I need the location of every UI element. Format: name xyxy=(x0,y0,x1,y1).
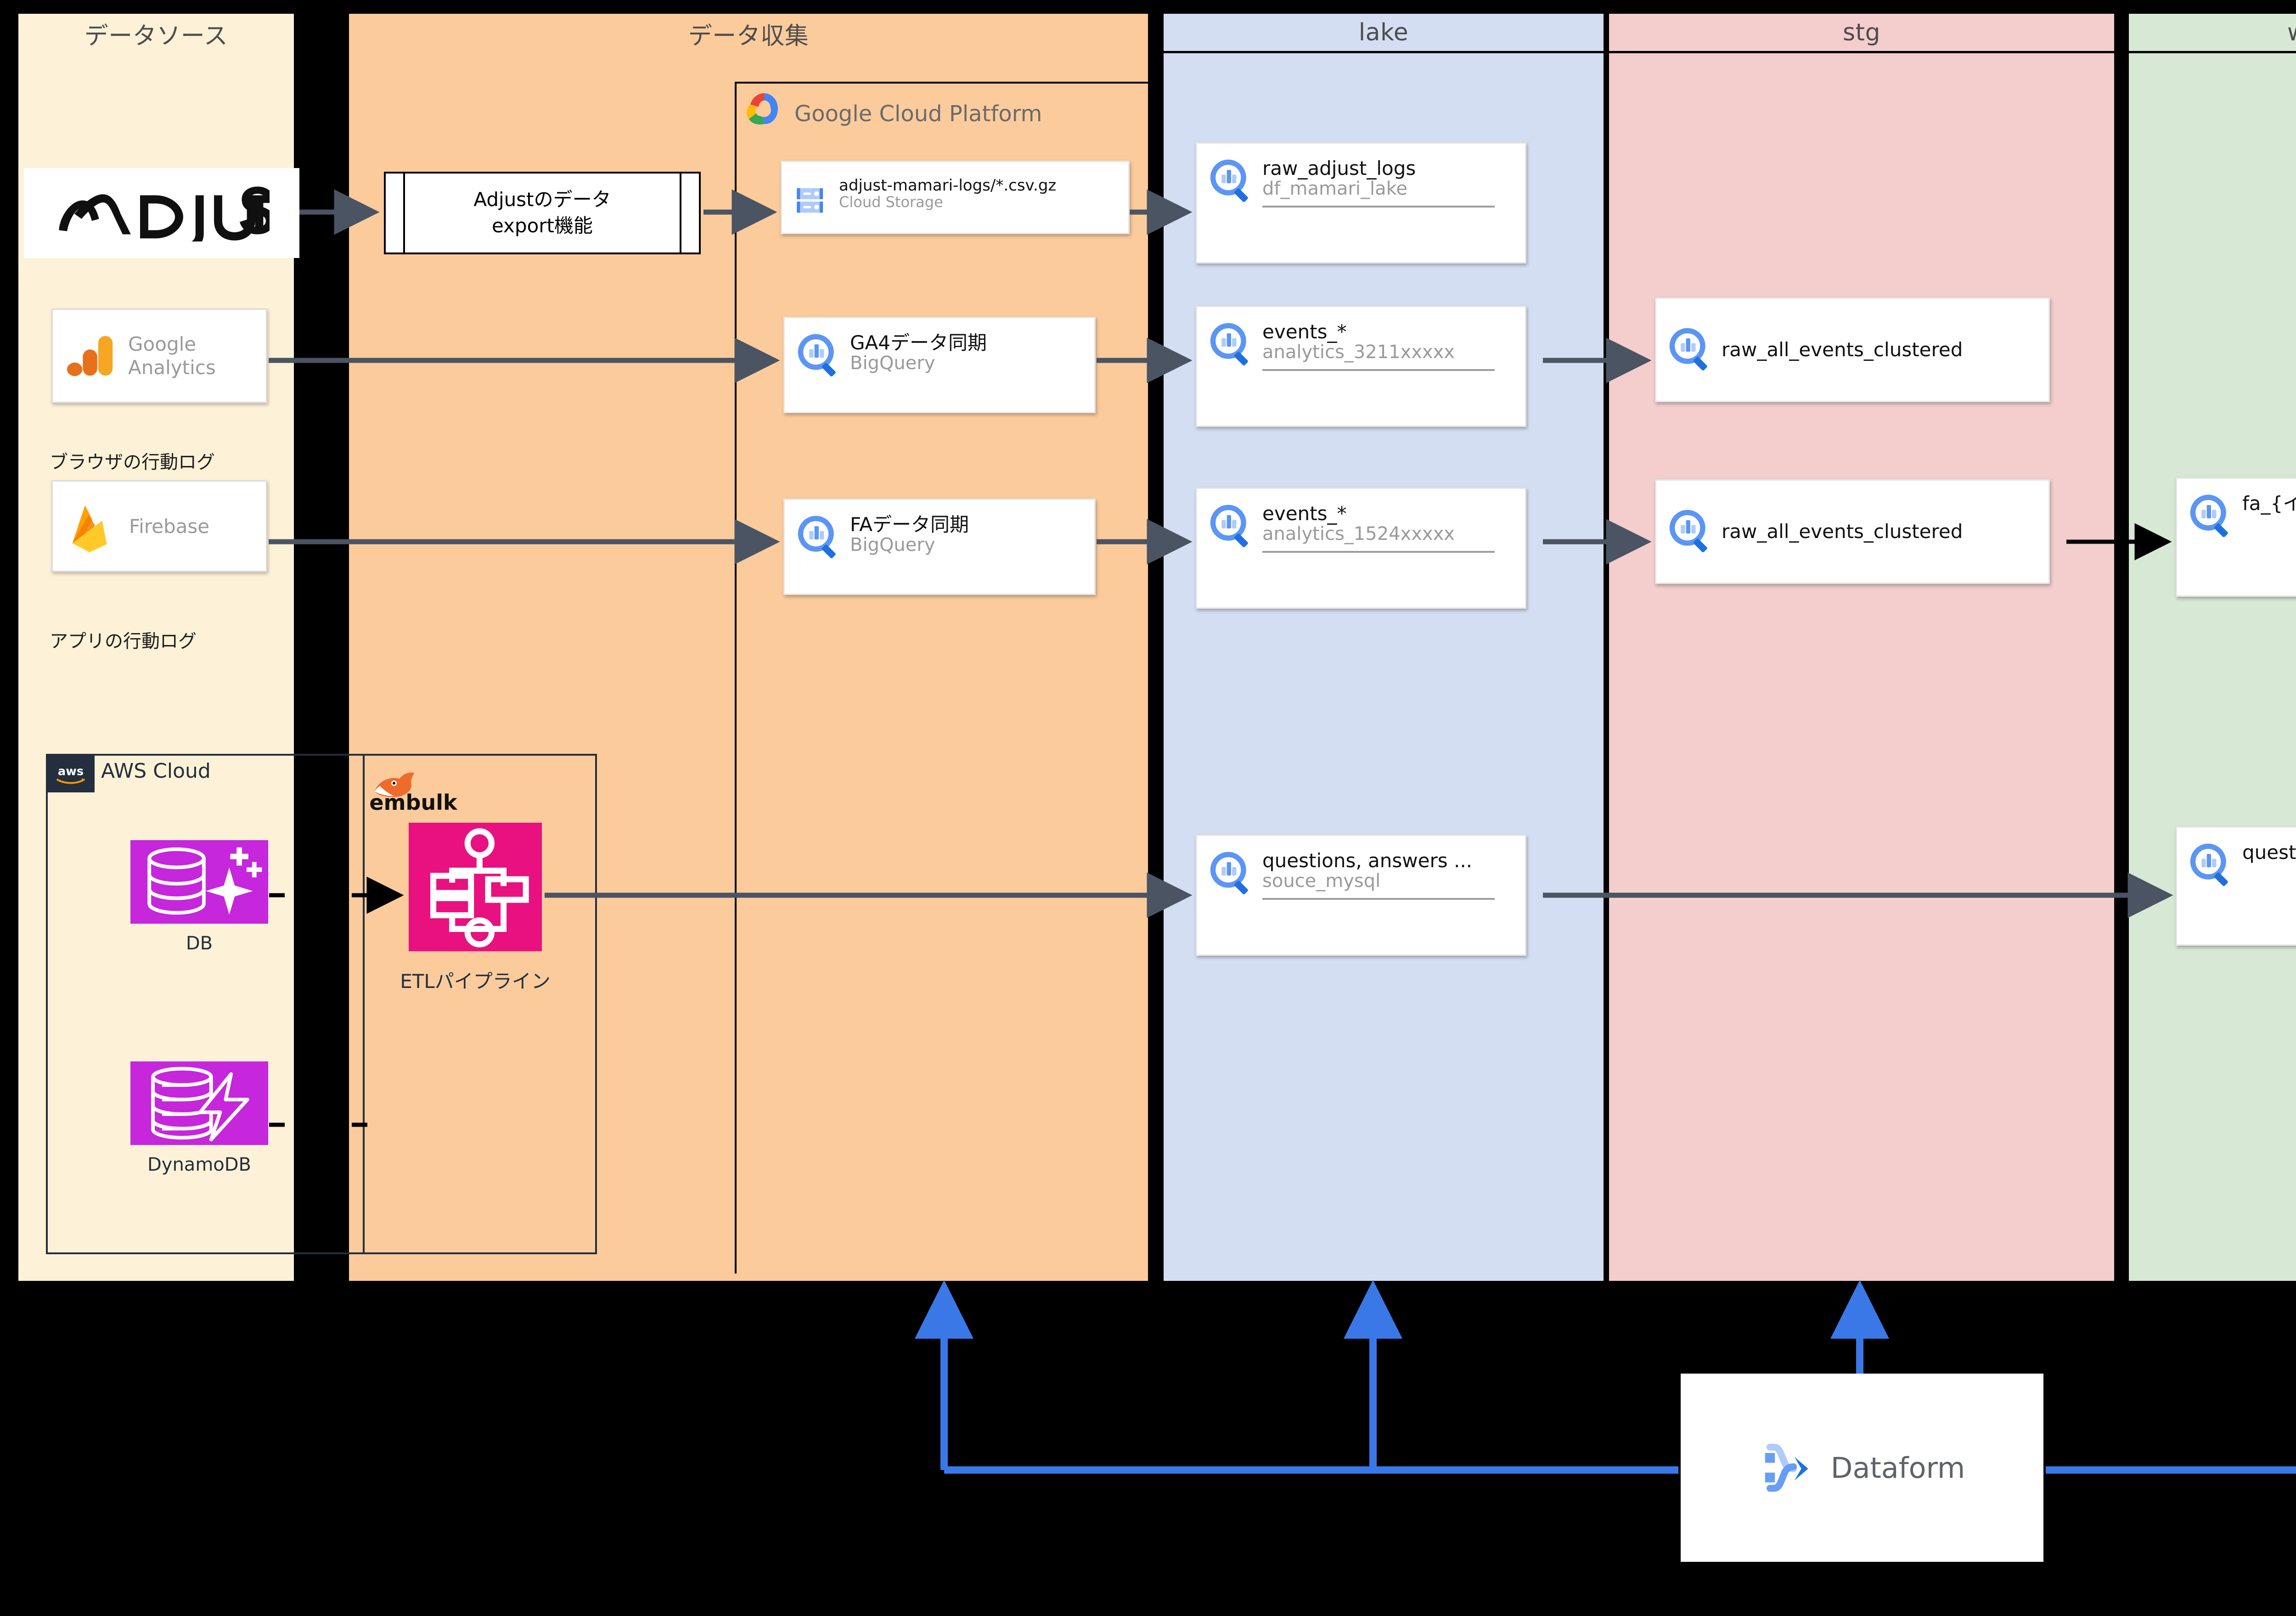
fa-sync-subtitle: BigQuery xyxy=(850,534,935,556)
firebase-caption: アプリの行動ログ xyxy=(50,631,197,652)
lake-card-2-divider xyxy=(1262,550,1495,553)
cloud-storage-subtitle: Cloud Storage xyxy=(839,193,943,211)
lane-header-collection: データ収集 xyxy=(349,14,1148,53)
lake-card-1-title: events_* xyxy=(1262,320,1347,343)
bigquery-icon xyxy=(1669,328,1707,371)
ga-label-line1: Google xyxy=(128,332,197,355)
gcp-label: Google Cloud Platform xyxy=(794,101,1042,127)
firebase-label: Firebase xyxy=(129,515,210,538)
cloud-storage-card[interactable]: adjust-mamari-logs/*.csv.gz Cloud Storag… xyxy=(781,161,1130,234)
lane-header-stg: stg xyxy=(1609,14,2114,53)
warehouse-card-1-title: questions, answers ... xyxy=(2242,841,2296,864)
lane-stg: stg xyxy=(1609,14,2114,1281)
lake-card-3-divider xyxy=(1262,898,1495,900)
lake-card-3[interactable]: questions, answers ... souce_mysql xyxy=(1196,835,1542,971)
fa-sync-card[interactable]: FAデータ同期 BigQuery xyxy=(783,499,1096,595)
bigquery-icon xyxy=(2190,494,2228,538)
aws-icon: aws xyxy=(56,764,85,784)
lake-card-1-subtitle: analytics_3211xxxxx xyxy=(1262,342,1455,363)
adjust-logo-box xyxy=(24,168,299,258)
lake-card-0-title: raw_adjust_logs xyxy=(1262,157,1416,180)
bigquery-icon xyxy=(2190,843,2228,887)
fa-sync-title: FAデータ同期 xyxy=(850,513,969,536)
aws-dynamodb-label: DynamoDB xyxy=(147,1154,251,1175)
embulk-whale-icon: embulk xyxy=(369,772,458,815)
bigquery-icon xyxy=(1210,505,1248,548)
bigquery-icon xyxy=(798,334,836,377)
ga4-sync-card[interactable]: GA4データ同期 BigQuery xyxy=(783,317,1096,413)
lane-title-stg: stg xyxy=(1843,18,1880,46)
adjust-export-line1: Adjustのデータ xyxy=(473,188,611,211)
lake-card-1-divider xyxy=(1262,369,1495,371)
ga4-sync-title: GA4データ同期 xyxy=(850,331,987,354)
gcp-logo xyxy=(744,90,784,130)
dataform-box[interactable]: Dataform xyxy=(1681,1374,2043,1562)
lake-card-2[interactable]: events_* analytics_1524xxxxx xyxy=(1196,488,1542,624)
aws-cloud-label: AWS Cloud xyxy=(101,759,211,783)
bigquery-icon xyxy=(1210,159,1248,202)
lake-card-0-subtitle: df_mamari_lake xyxy=(1262,178,1407,200)
etl-pipeline-icon xyxy=(409,823,542,951)
dataform-label: Dataform xyxy=(1830,1451,1965,1485)
warehouse-card-1[interactable]: questions, answers ... xyxy=(2176,826,2296,961)
warehouse-card-0-title: fa_{イベント名} xyxy=(2242,492,2296,515)
lane-title-lake: lake xyxy=(1358,18,1409,46)
lake-card-2-subtitle: analytics_1524xxxxx xyxy=(1262,523,1455,545)
aws-logo-badge: aws xyxy=(47,755,95,792)
lake-card-0[interactable]: raw_adjust_logs df_mamari_lake xyxy=(1196,142,1542,279)
bigquery-icon xyxy=(1669,510,1707,553)
lane-warehouse: warehouse xyxy=(2129,14,2296,1281)
adjust-logo-icon xyxy=(59,186,270,241)
cloud-storage-icon xyxy=(797,188,823,213)
aws-db-icon xyxy=(130,840,268,924)
lane-title-source: データソース xyxy=(84,22,228,50)
stg-card-1-title: raw_all_events_clustered xyxy=(1722,520,1963,543)
google-analytics-box: Google Analytics xyxy=(51,309,267,403)
svg-text:embulk: embulk xyxy=(369,790,458,814)
bigquery-icon xyxy=(1210,323,1248,366)
stg-card-0[interactable]: raw_all_events_clustered xyxy=(1655,297,2065,417)
gcp-group xyxy=(735,82,1148,1274)
database-bolt-icon xyxy=(151,1066,249,1142)
pipeline-icon xyxy=(430,828,529,948)
svg-text:aws: aws xyxy=(58,764,84,778)
ga4-sync-subtitle: BigQuery xyxy=(850,353,935,374)
lake-card-0-divider xyxy=(1262,205,1495,208)
lake-card-3-title: questions, answers ... xyxy=(1262,849,1473,872)
embulk-group xyxy=(363,754,597,1254)
google-analytics-icon xyxy=(67,336,113,376)
lake-card-2-title: events_* xyxy=(1262,502,1347,525)
firebase-box: Firebase xyxy=(51,480,267,572)
lake-card-1[interactable]: events_* analytics_3211xxxxx xyxy=(1196,306,1542,442)
lake-card-3-subtitle: souce_mysql xyxy=(1262,870,1381,892)
lane-title-warehouse: warehouse xyxy=(2287,19,2296,46)
stg-card-0-title: raw_all_events_clustered xyxy=(1722,338,1963,361)
bigquery-icon xyxy=(1210,852,1248,895)
bigquery-icon xyxy=(798,516,836,559)
lane-header-source: データソース xyxy=(18,14,294,53)
embulk-logo: embulk xyxy=(367,768,459,815)
database-sparkle-icon xyxy=(147,847,262,915)
etl-pipeline-label: ETLパイプライン xyxy=(400,970,551,993)
dataform-bus xyxy=(944,1295,2296,1474)
firebase-icon xyxy=(72,505,107,553)
aws-db-label: DB xyxy=(186,933,213,954)
ga-caption: ブラウザの行動ログ xyxy=(50,452,215,473)
dataform-icon xyxy=(1765,1443,1808,1492)
lane-title-collection: データ収集 xyxy=(688,22,809,50)
lane-header-lake: lake xyxy=(1164,14,1604,53)
cloud-storage-title: adjust-mamari-logs/*.csv.gz xyxy=(839,176,1057,195)
adjust-export-process: Adjustのデータ export機能 xyxy=(384,172,701,254)
stg-card-1[interactable]: raw_all_events_clustered xyxy=(1655,479,2065,599)
lane-header-warehouse: warehouse xyxy=(2129,14,2296,53)
warehouse-card-0[interactable]: fa_{イベント名} xyxy=(2176,477,2296,612)
adjust-export-line2: export機能 xyxy=(491,214,593,237)
google-cloud-icon xyxy=(747,93,778,125)
ga-label-line2: Analytics xyxy=(128,356,216,379)
aws-dynamodb-icon xyxy=(130,1061,268,1145)
